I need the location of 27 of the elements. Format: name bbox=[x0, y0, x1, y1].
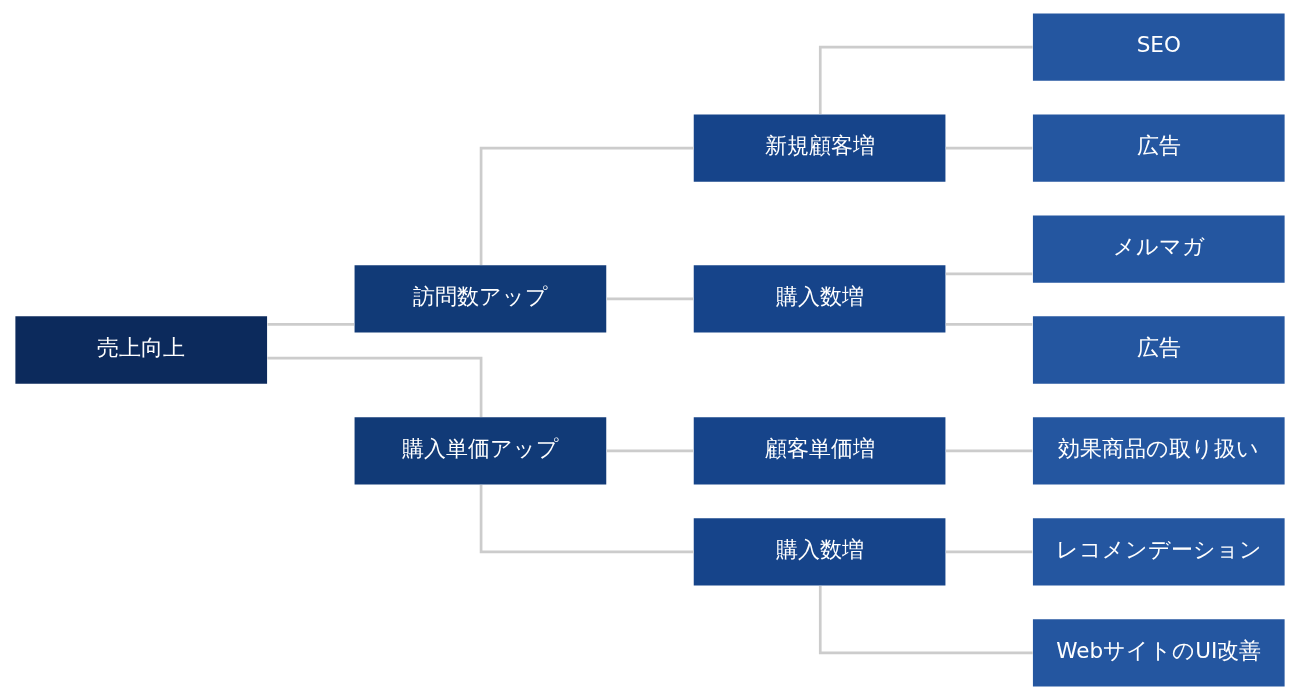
connector bbox=[267, 323, 354, 326]
node-box: 広告 bbox=[1032, 316, 1285, 384]
node-box: 顧客単価増 bbox=[693, 417, 946, 485]
node-box: 購入数増 bbox=[693, 518, 946, 586]
node-box: 売上向上 bbox=[15, 316, 268, 384]
connector bbox=[945, 550, 1033, 554]
connector bbox=[479, 146, 694, 266]
node-box: 広告 bbox=[1032, 114, 1285, 182]
connector bbox=[945, 146, 1033, 150]
connector bbox=[606, 297, 694, 301]
node-box: 新規顧客増 bbox=[693, 114, 946, 182]
connector bbox=[606, 449, 694, 453]
node-box: 訪問数アップ bbox=[354, 265, 607, 333]
node-box: レコメンデーション bbox=[1032, 518, 1285, 586]
connector bbox=[945, 272, 1033, 276]
connector bbox=[945, 449, 1033, 453]
connector bbox=[945, 323, 1033, 326]
node-box: 購入数増 bbox=[693, 265, 946, 333]
connector bbox=[267, 356, 483, 417]
connector bbox=[818, 586, 1033, 655]
connector bbox=[818, 45, 1033, 114]
node-box: メルマガ bbox=[1032, 215, 1285, 283]
node-box: WebサイトのUI改善 bbox=[1032, 619, 1285, 687]
connector bbox=[479, 485, 694, 554]
node-box: 購入単価アップ bbox=[354, 417, 607, 485]
node-box: 効果商品の取り扱い bbox=[1032, 417, 1285, 485]
node-box: SEO bbox=[1032, 13, 1285, 81]
